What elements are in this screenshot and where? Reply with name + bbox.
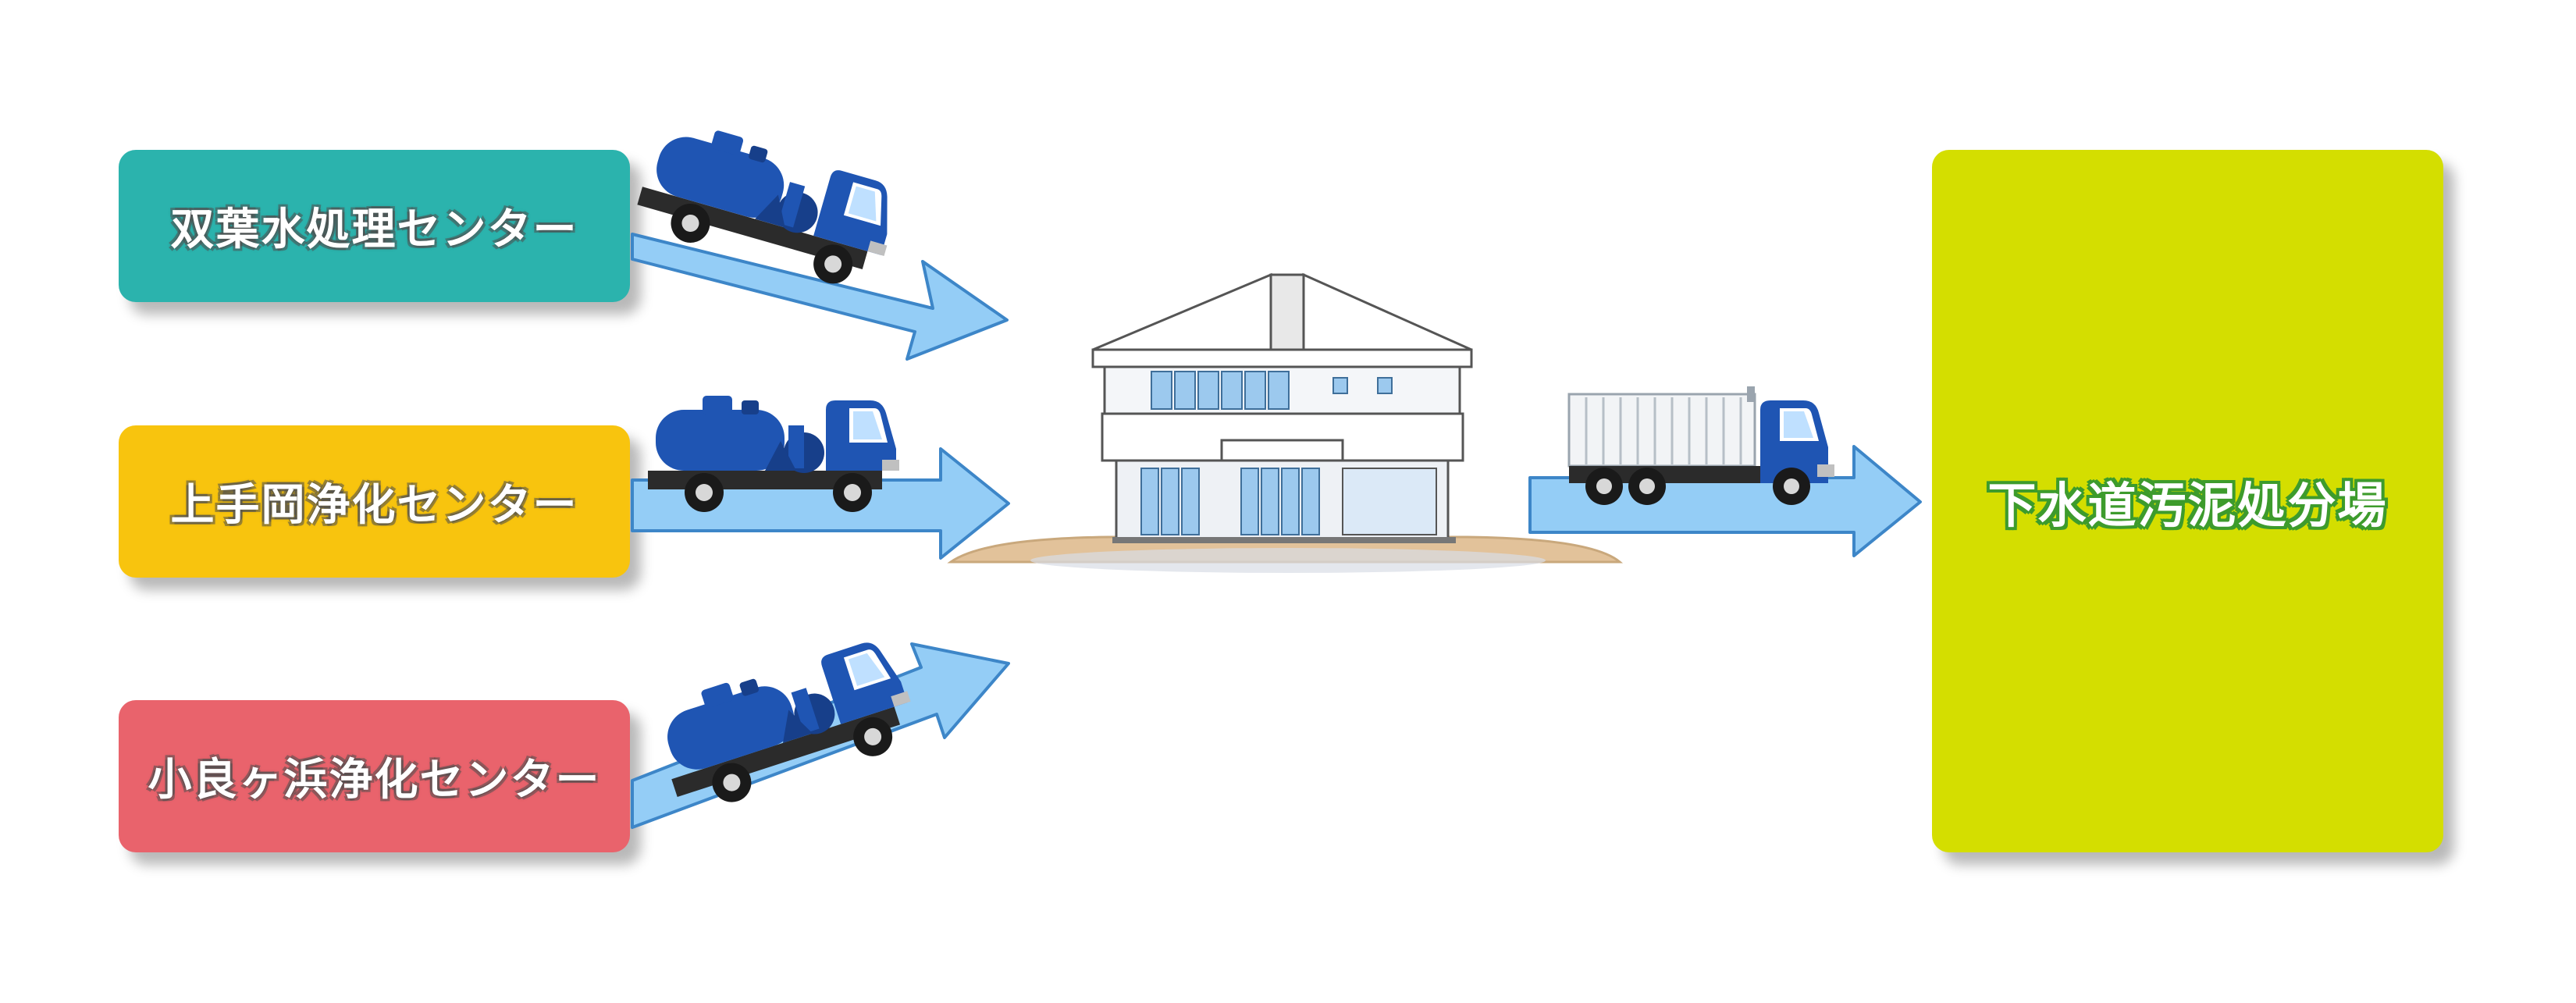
dump-truck-icon [1567,386,1834,505]
treatment-facility-building-icon [947,272,1624,573]
source-label-futaba: 双葉水処理センター [170,205,578,255]
source-box-futaba: 双葉水処理センター [119,150,630,302]
destination-box-sludge-disposal-site: 下水道汚泥処分場 [1932,150,2443,852]
source-box-kuragahama: 小良ヶ浜浄化センター [119,700,630,852]
flow-arrow-kamiteoka [631,447,1010,560]
source-label-kuragahama: 小良ヶ浜浄化センター [148,755,601,806]
destination-label: 下水道汚泥処分場 [1987,477,2388,534]
vacuum-truck-icon [648,630,923,819]
source-label-kamiteoka: 上手岡浄化センター [170,480,578,531]
flow-arrow-futaba [631,233,1009,361]
flow-arrow-to-destination [1528,445,1922,557]
source-box-kamiteoka: 上手岡浄化センター [119,425,630,578]
